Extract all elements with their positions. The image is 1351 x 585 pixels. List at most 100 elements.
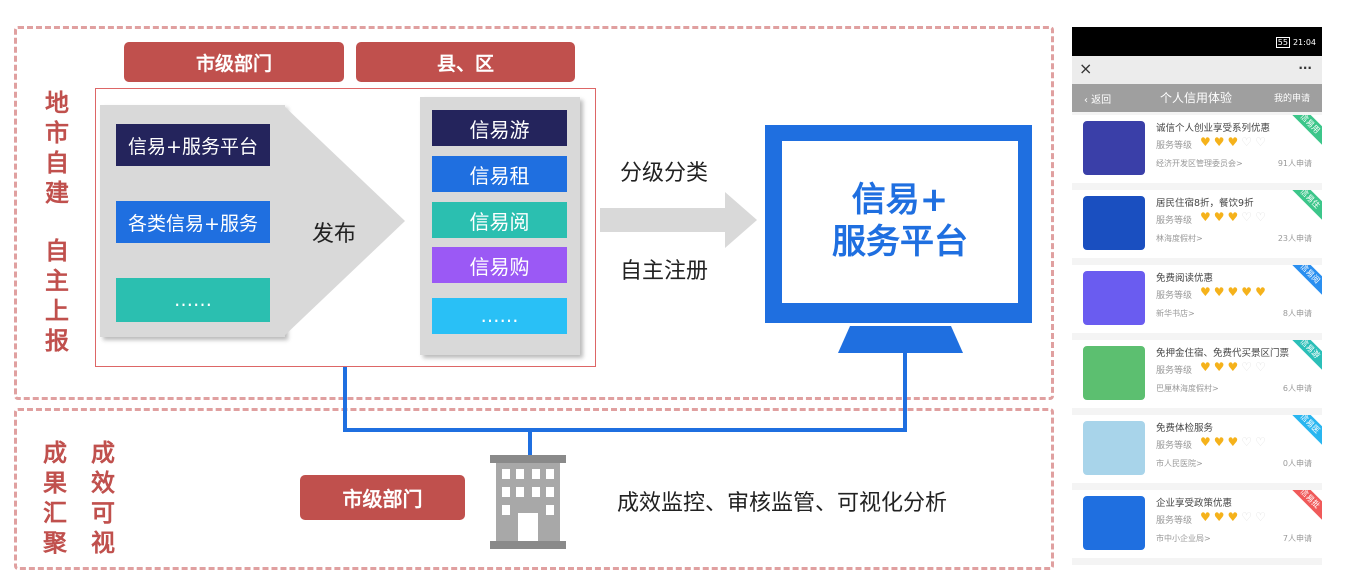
left-item-platform: 信易+服务平台: [116, 124, 270, 166]
service-card[interactable]: 免押金住宿、免费代买景区门票 服务等级 ♥♥♥♡♡ 巴厘林海度假村> 6人申请 …: [1072, 340, 1322, 408]
card-source[interactable]: 新华书店>: [1156, 309, 1195, 318]
heart-icon: ♥: [1241, 285, 1256, 299]
connector-line: [343, 367, 347, 432]
heart-icon: ♡: [1255, 510, 1269, 524]
char: 汇: [43, 499, 67, 527]
heart-icon: ♥: [1213, 510, 1228, 524]
card-tag: 信易用: [1277, 115, 1322, 157]
more-icon[interactable]: ···: [1298, 61, 1312, 75]
heart-icon: ♥: [1200, 135, 1214, 149]
source-box: [95, 88, 596, 367]
heart-icon: ♥: [1227, 360, 1242, 374]
publish-label: 发布: [312, 222, 357, 247]
card-rating: ♥♥♥♡♡: [1200, 360, 1269, 374]
card-source[interactable]: 林海度假村>: [1156, 234, 1203, 243]
service-card[interactable]: 诚信个人创业享受系列优惠 服务等级 ♥♥♥♡♡ 经济开发区管理委员会> 91人申…: [1072, 115, 1322, 183]
right-item-more: ……: [432, 298, 567, 334]
card-rating: ♥♥♥♥♥: [1200, 285, 1269, 299]
service-card[interactable]: 居民住宿8折，餐饮9折 服务等级 ♥♥♥♡♡ 林海度假村> 23人申请 信易住: [1072, 190, 1322, 258]
header-city-dept: 市级部门: [124, 42, 344, 82]
heart-icon: ♥: [1200, 435, 1214, 449]
char: 主: [45, 267, 69, 295]
heart-icon: ♡: [1255, 210, 1269, 224]
card-level-label: 服务等级: [1156, 291, 1193, 301]
card-title: 免费阅读优惠: [1156, 273, 1214, 284]
arrow-bottom-label: 自主注册: [620, 259, 709, 284]
card-title: 免费体检服务: [1156, 423, 1214, 434]
card-thumbnail: [1083, 346, 1145, 400]
monitor-line1: 信易+: [851, 180, 949, 220]
heart-icon: ♥: [1227, 435, 1242, 449]
heart-icon: ♥: [1213, 210, 1228, 224]
heart-icon: ♡: [1241, 435, 1256, 449]
card-rating: ♥♥♥♡♡: [1200, 210, 1269, 224]
heart-icon: ♥: [1227, 135, 1242, 149]
card-count: 6人申请: [1282, 384, 1312, 393]
bottom-description: 成效监控、审核监管、可视化分析: [617, 491, 948, 516]
card-level-label: 服务等级: [1156, 516, 1193, 526]
heart-icon: ♥: [1200, 285, 1214, 299]
label-visible: 成效可视: [88, 438, 118, 558]
nav-bar: [1072, 56, 1322, 84]
heart-icon: ♡: [1255, 435, 1269, 449]
heart-icon: ♥: [1227, 510, 1242, 524]
card-rating: ♥♥♥♡♡: [1200, 135, 1269, 149]
monitor-screen: 信易+ 服务平台: [782, 141, 1018, 303]
card-level-label: 服务等级: [1156, 441, 1193, 451]
left-item-services: 各类信易+服务: [116, 201, 270, 243]
my-apply-link[interactable]: 我的申请: [1274, 94, 1311, 104]
card-source[interactable]: 巴厘林海度假村>: [1156, 384, 1219, 393]
card-thumbnail: [1083, 121, 1145, 175]
card-level-label: 服务等级: [1156, 366, 1193, 376]
card-source[interactable]: 市中小企业局>: [1156, 534, 1211, 543]
title-bar: [1072, 84, 1322, 112]
heart-icon: ♡: [1255, 135, 1269, 149]
building-icon: [490, 455, 566, 549]
heart-icon: ♥: [1200, 510, 1214, 524]
char: 自: [45, 149, 69, 177]
card-count: 91人申请: [1277, 159, 1312, 168]
left-item-more: ……: [116, 278, 270, 322]
char: 可: [91, 499, 115, 527]
right-item-rent: 信易租: [432, 156, 567, 192]
card-thumbnail: [1083, 421, 1145, 475]
service-card[interactable]: 免费阅读优惠 服务等级 ♥♥♥♥♥ 新华书店> 8人申请 信易阅: [1072, 265, 1322, 333]
card-source[interactable]: 经济开发区管理委员会>: [1156, 159, 1243, 168]
heart-icon: ♥: [1213, 435, 1228, 449]
right-item-read: 信易阅: [432, 202, 567, 238]
heart-icon: ♥: [1213, 360, 1228, 374]
card-level-label: 服务等级: [1156, 216, 1193, 226]
connector-line: [528, 428, 532, 456]
heart-icon: ♡: [1241, 135, 1256, 149]
battery: 55: [1275, 37, 1290, 48]
card-tag: 信易住: [1277, 190, 1322, 232]
heart-icon: ♡: [1241, 360, 1256, 374]
char: 视: [91, 529, 115, 557]
service-card[interactable]: 免费体检服务 服务等级 ♥♥♥♡♡ 市人民医院> 0人申请 信易医: [1072, 415, 1322, 483]
back-button[interactable]: ‹ 返回: [1084, 95, 1112, 106]
label-self-report: 自主上报: [42, 236, 72, 356]
card-thumbnail: [1083, 496, 1145, 550]
card-level-label: 服务等级: [1156, 141, 1193, 151]
card-thumbnail: [1083, 196, 1145, 250]
header-county: 县、区: [356, 42, 575, 82]
service-card[interactable]: 企业享受政策优惠 服务等级 ♥♥♥♡♡ 市中小企业局> 7人申请 信易批: [1072, 490, 1322, 558]
right-item-buy: 信易购: [432, 247, 567, 283]
card-rating: ♥♥♥♡♡: [1200, 510, 1269, 524]
right-item-travel: 信易游: [432, 110, 567, 146]
char: 上: [45, 297, 69, 325]
close-icon[interactable]: ×: [1079, 59, 1093, 78]
card-title: 居民住宿8折，餐饮9折: [1156, 198, 1254, 209]
card-thumbnail: [1083, 271, 1145, 325]
card-rating: ♥♥♥♡♡: [1200, 435, 1269, 449]
heart-icon: ♡: [1241, 210, 1256, 224]
card-source[interactable]: 市人民医院>: [1156, 459, 1203, 468]
card-count: 7人申请: [1282, 534, 1312, 543]
heart-icon: ♥: [1227, 285, 1242, 299]
arrow-top-label: 分级分类: [620, 161, 709, 186]
heart-icon: ♥: [1200, 360, 1214, 374]
char: 地: [45, 89, 69, 117]
heart-icon: ♥: [1213, 285, 1228, 299]
card-title: 诚信个人创业享受系列优惠: [1156, 123, 1271, 134]
